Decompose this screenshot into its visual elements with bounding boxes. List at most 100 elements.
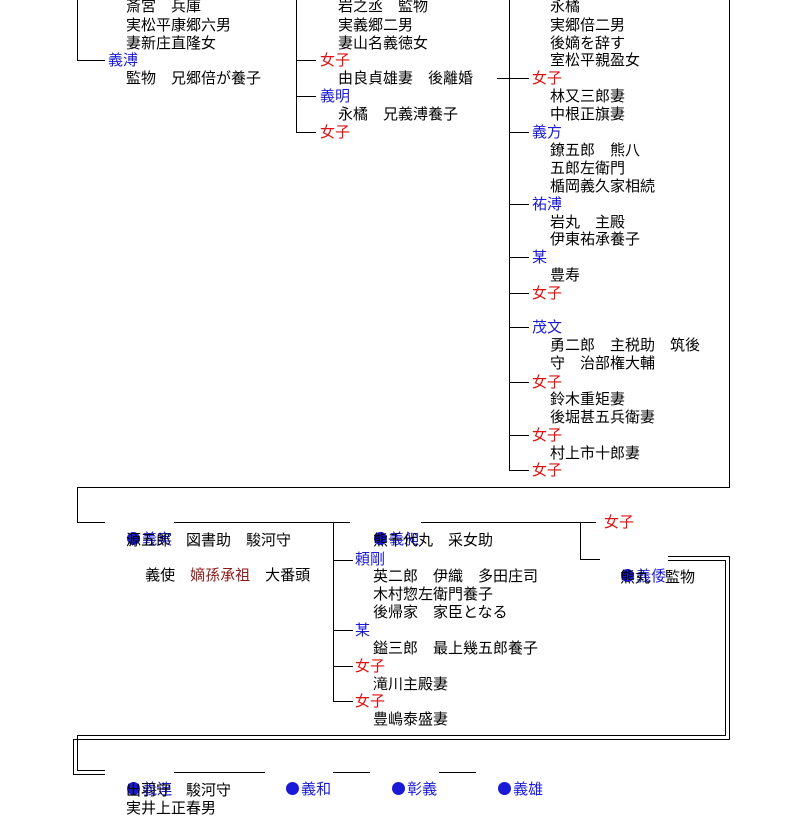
double-connector (77, 770, 105, 771)
double-connector (73, 739, 74, 775)
head-marker-icon (127, 782, 141, 795)
person-note: 由良貞雄妻 後離婚 (338, 69, 474, 87)
person-name-daughter: 女子 (602, 513, 635, 531)
person-name-label: 義連 (142, 780, 173, 798)
person-name-label: 義実 (142, 530, 173, 548)
person-name-yoshiaki2: 義昶 (355, 514, 422, 565)
person-note: 熊千代丸 采女助 (373, 531, 494, 549)
connector-line (160, 522, 350, 523)
connector-line (509, 204, 529, 205)
person-note: 熊丸 監物 (620, 568, 696, 586)
person-name-daughter: 女子 (532, 426, 563, 444)
person-note: 勇二郎 主税助 筑後 (550, 336, 701, 354)
person-name-label: 義和 (301, 780, 332, 798)
person-note: 岩丸 主殿 (550, 213, 626, 231)
person-note: 伊東祐承養子 (550, 230, 641, 248)
person-note: 豊寿 (550, 266, 581, 284)
person-note: 妻山名義徳女 (338, 34, 429, 52)
connector-line (509, 257, 529, 258)
head-marker-icon (127, 532, 141, 545)
connector-line (162, 772, 265, 773)
connector-line (509, 0, 510, 471)
person-note: 後帰家 家臣となる (373, 603, 508, 621)
head-marker-icon (498, 782, 512, 795)
connector-line (580, 559, 600, 560)
double-connector (729, 556, 730, 740)
person-note: 妻新庄直隆女 (126, 34, 217, 52)
connector-line (77, 487, 78, 523)
note-highlight: 嫡孫承祖 (190, 566, 251, 584)
person-name-yorikata: 頼剛 (355, 550, 386, 568)
person-name-yoshikata: 義方 (532, 123, 563, 141)
note-part: 義使 (145, 566, 191, 584)
person-note: 斎宮 兵庫 (126, 0, 202, 15)
connector-line (509, 293, 529, 294)
connector-line (77, 0, 78, 61)
connector-line (77, 487, 730, 488)
person-note: 実郷倍二男 (550, 16, 626, 34)
person-note: 守 治部権大輔 (550, 354, 656, 372)
person-name-daughter: 女子 (532, 373, 563, 391)
person-name-yoshikazu: 義和 (267, 764, 334, 815)
connector-line (509, 327, 529, 328)
person-note: 永橘 兄義溥養子 (338, 105, 459, 123)
person-note: 木村惣左衛門養子 (373, 585, 494, 603)
double-connector (73, 739, 730, 740)
double-connector (656, 556, 730, 557)
person-name-shigefumi: 茂文 (532, 318, 563, 336)
person-name-bou: 某 (532, 248, 548, 266)
person-note: 英二郎 伊織 多田庄司 (373, 567, 539, 585)
person-note: 義使 嫡孫承祖 大番頭 (126, 550, 310, 601)
person-note: 実松平康郷六男 (126, 16, 232, 34)
connector-line (333, 522, 334, 702)
connector-line (77, 522, 105, 523)
connector-line (509, 132, 529, 133)
person-note: 実義郷二男 (338, 16, 414, 34)
person-name-bou2: 某 (355, 621, 371, 639)
person-note: 鐐五郎 熊八 (550, 141, 641, 159)
person-note: 鎰三郎 最上幾五郎養子 (373, 639, 539, 657)
head-marker-icon (392, 782, 406, 795)
person-note: 岩之丞 監物 (338, 0, 429, 15)
person-name-yoshiatsu: 義溥 (108, 51, 139, 69)
person-name-daughter: 女子 (355, 657, 386, 675)
connector-line (580, 522, 581, 560)
person-name-daughter: 女子 (532, 284, 563, 302)
connector-line (428, 772, 476, 773)
connector-line (322, 772, 370, 773)
connector-line (296, 96, 316, 97)
double-connector (73, 774, 105, 775)
person-note: 村上市十郎妻 (550, 444, 641, 462)
person-name-label: 義昶 (389, 530, 420, 548)
connector-line (296, 0, 297, 133)
connector-line (296, 60, 316, 61)
connector-line (410, 522, 596, 523)
person-name-sukehiro: 祐溥 (532, 195, 563, 213)
person-note: 豊嶋泰盛妻 (373, 710, 449, 728)
connector-line (333, 560, 353, 561)
person-name-yoshitsura: 義連 (108, 764, 175, 815)
connector-line (333, 701, 353, 702)
double-connector (725, 560, 726, 736)
person-name-yoshio: 義雄 (479, 764, 546, 815)
person-note: 林又三郎妻 (550, 87, 626, 105)
head-marker-icon (374, 532, 388, 545)
connector-line (497, 78, 509, 79)
person-name-yoshitomo: 義倭 (602, 551, 669, 602)
connector-line (509, 382, 529, 383)
connector-line (333, 666, 353, 667)
person-note: 楯岡義久家相続 (550, 177, 656, 195)
person-note: 鈴木重矩妻 (550, 390, 626, 408)
double-connector (656, 560, 726, 561)
person-name-daughter: 女子 (320, 51, 351, 69)
person-name-daughter: 女子 (532, 69, 563, 87)
person-note: 五郎左衛門 (550, 159, 626, 177)
person-name-label: 彰義 (407, 780, 438, 798)
person-name-label: 義雄 (513, 780, 544, 798)
connector-line (509, 78, 529, 79)
double-connector (77, 735, 726, 736)
connector-line (509, 470, 529, 471)
connector-line (333, 630, 353, 631)
head-marker-icon (286, 782, 300, 795)
